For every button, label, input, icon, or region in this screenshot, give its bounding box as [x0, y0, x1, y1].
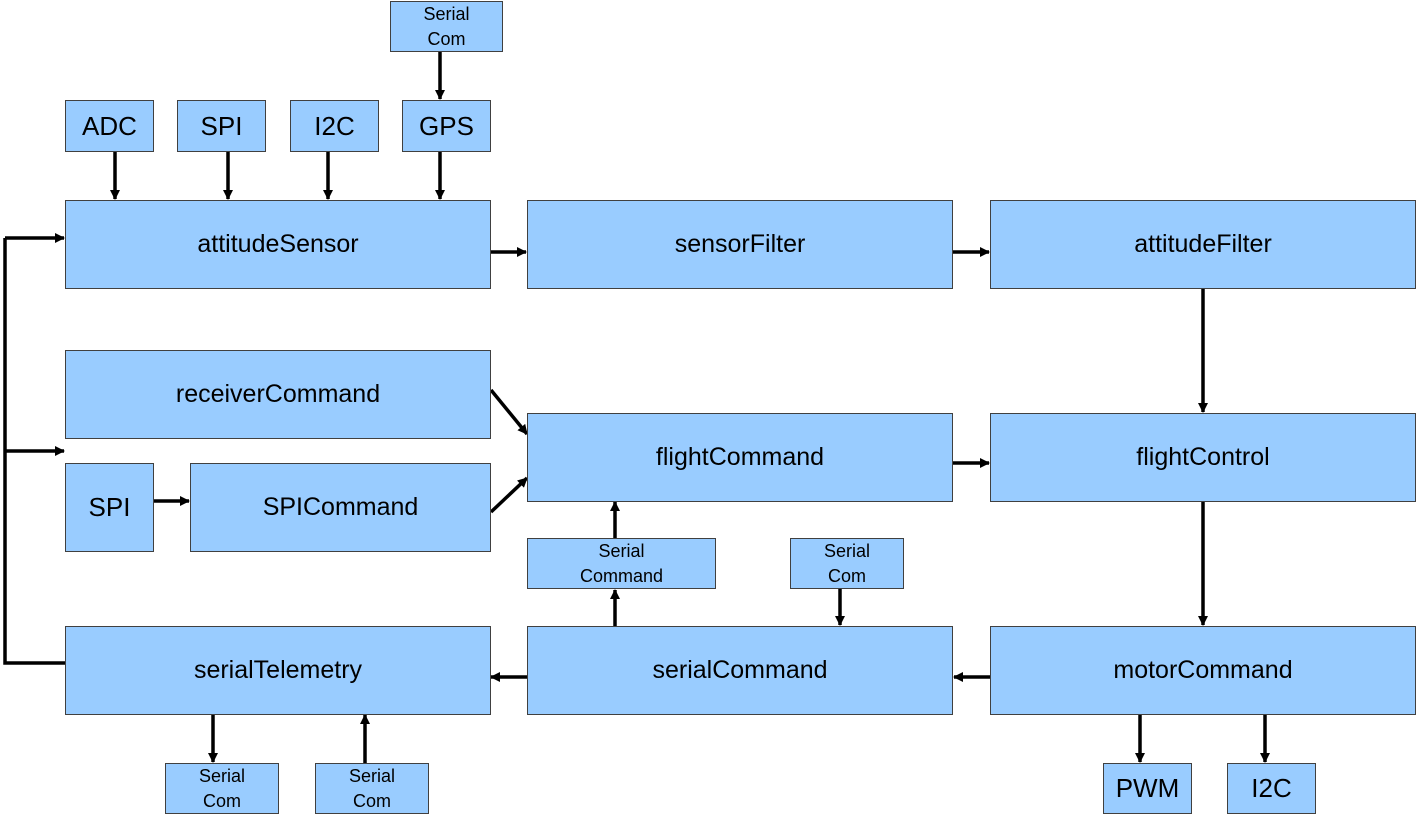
gps-block: GPS	[402, 100, 491, 152]
serial-telemetry-block: serialTelemetry	[65, 626, 491, 715]
flight-control-block: flightControl	[990, 413, 1416, 502]
spi-sensor-block: SPI	[177, 100, 266, 152]
receiver-command-block: receiverCommand	[65, 350, 491, 439]
i2c-sensor-block: I2C	[290, 100, 379, 152]
attitude-filter-block: attitudeFilter	[990, 200, 1416, 289]
serial-command-block: serialCommand	[527, 626, 953, 715]
spi-command-block: SPICommand	[190, 463, 491, 552]
motor-command-block: motorCommand	[990, 626, 1416, 715]
sensor-filter-block: sensorFilter	[527, 200, 953, 289]
arrow-receivercommand-to-flightcommand	[489, 388, 529, 436]
pwm-block: PWM	[1103, 763, 1192, 814]
adc-block: ADC	[65, 100, 154, 152]
feedback-loop-line	[3, 238, 65, 665]
attitude-sensor-block: attitudeSensor	[65, 200, 491, 289]
i2c-motor-block: I2C	[1227, 763, 1316, 814]
spi-receiver-block: SPI	[65, 463, 154, 552]
flight-command-block: flightCommand	[527, 413, 953, 502]
arrow-spicommand-to-flightcommand	[489, 476, 529, 514]
